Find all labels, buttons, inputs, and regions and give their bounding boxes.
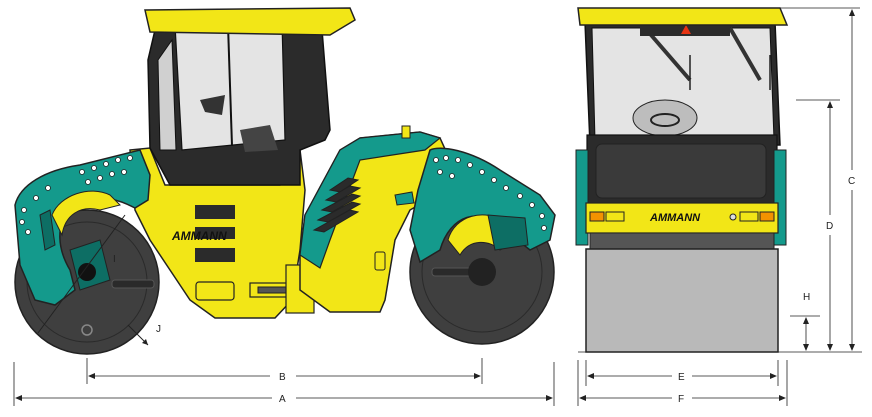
side-view: AMMANN I J B A xyxy=(13,7,556,406)
front-lamp-left-inner xyxy=(605,211,625,222)
front-axle xyxy=(589,232,775,250)
dimension-label-h: H xyxy=(803,292,810,303)
steering-wheel-front-icon xyxy=(650,113,680,127)
scraper-bar xyxy=(111,279,155,289)
drum-hub-icon xyxy=(78,263,96,281)
front-hood-panel xyxy=(595,143,767,199)
dimension-label-j: J xyxy=(156,324,161,335)
dimension-e: E xyxy=(585,360,779,386)
frame-vent xyxy=(195,227,235,239)
dimension-a: A xyxy=(13,362,555,406)
dimension-h: H xyxy=(790,292,820,351)
step-plate xyxy=(195,281,235,301)
dimension-label-a: A xyxy=(279,394,286,405)
guard-panel xyxy=(39,209,56,251)
front-lamp-right-inner xyxy=(739,211,759,222)
operator-seat xyxy=(240,125,278,152)
guard-cutout xyxy=(51,190,121,237)
tank-cap xyxy=(374,251,386,271)
dimension-label-f: F xyxy=(678,394,684,405)
guard-holes xyxy=(19,155,133,235)
front-view: AMMANN E F H xyxy=(575,7,862,406)
hood-grille xyxy=(312,177,362,233)
drum-bolt-icon xyxy=(81,324,93,336)
frame-vent xyxy=(195,248,235,262)
dimension-d: D xyxy=(796,99,840,351)
steering-wheel-icon xyxy=(200,95,225,115)
warning-triangle-icon xyxy=(681,25,691,34)
dimension-c: C xyxy=(735,7,860,351)
dimension-label-d: D xyxy=(826,221,833,232)
dimension-label-i: I xyxy=(113,254,116,265)
dimension-label-c: C xyxy=(848,176,855,187)
dimension-f: F xyxy=(577,360,788,406)
model-badge xyxy=(394,191,415,206)
drum-hub-icon xyxy=(468,258,496,286)
front-drum-face xyxy=(585,248,779,353)
guard-panel xyxy=(487,214,529,251)
dimension-label-e: E xyxy=(678,372,685,383)
dimension-i-line xyxy=(37,214,126,334)
dimension-b: B xyxy=(86,358,483,384)
front-side-guard-left xyxy=(575,149,589,246)
dimension-label-b: B xyxy=(279,372,286,383)
front-lamp-left xyxy=(589,211,605,222)
cab-side-window xyxy=(157,38,177,151)
frame-vent xyxy=(195,205,235,219)
guard-holes xyxy=(433,155,547,231)
hood-panel xyxy=(299,131,442,269)
brand-logo-side: AMMANN xyxy=(171,229,227,243)
cab-roof xyxy=(144,7,356,36)
operator-seat-front xyxy=(632,99,698,137)
cab xyxy=(144,7,356,186)
brand-logo-front: AMMANN xyxy=(649,212,701,224)
filler-cap xyxy=(401,125,411,139)
front-roof xyxy=(577,7,789,26)
front-lamp-right xyxy=(759,211,775,222)
